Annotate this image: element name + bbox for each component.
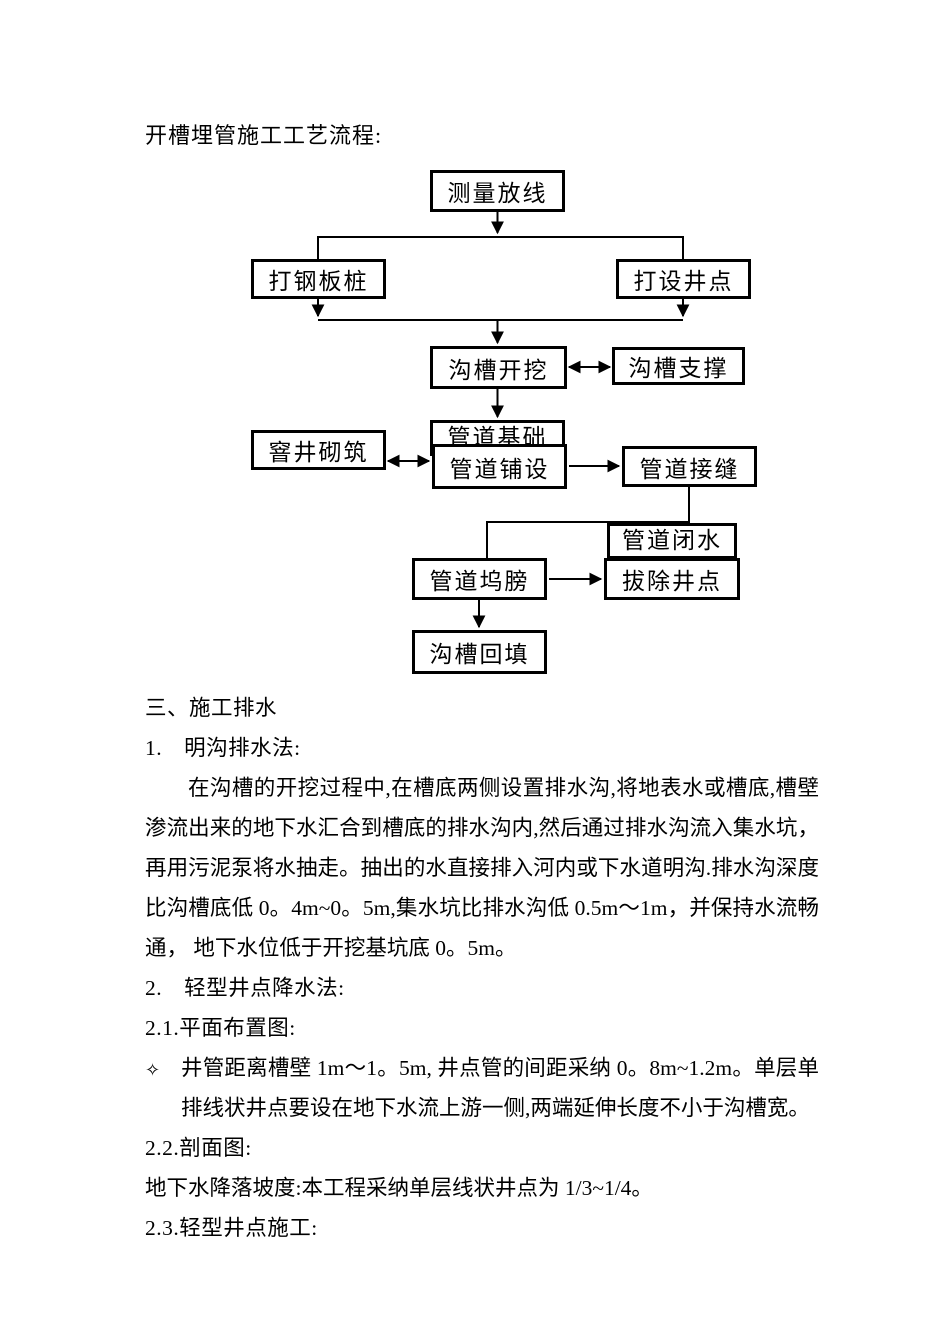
- flow-node-remove-well-points: 拔除井点: [604, 558, 740, 600]
- flowchart-title: 开槽埋管施工工艺流程:: [145, 123, 383, 148]
- flow-node-pipe-haunching: 管道坞膀: [412, 558, 547, 600]
- flow-node-survey: 测量放线: [430, 170, 565, 212]
- flow-node-pipe-joint: 管道接缝: [622, 446, 757, 487]
- flow-node-trench-excavation: 沟槽开挖: [430, 346, 567, 389]
- bullet-item-text: 井管距离槽壁 1m～1。5m, 井点管的间距采纳 0。8m~1.2m。单层单排线…: [181, 1056, 819, 1120]
- flow-node-trench-backfill: 沟槽回填: [412, 630, 547, 674]
- item-heading-open-ditch-method: 1. 明沟排水法:: [145, 736, 301, 760]
- item-heading-plan-layout: 2.1.平面布置图:: [145, 1016, 296, 1040]
- item-heading-section-view: 2.2.剖面图:: [145, 1136, 252, 1160]
- section-heading-construction-drainage: 三、施工排水: [145, 696, 278, 720]
- item-heading-well-point-construction: 2.3.轻型井点施工:: [145, 1216, 318, 1240]
- document-body: 三、施工排水 1. 明沟排水法: 在沟槽的开挖过程中,在槽底两侧设置排水沟,将地…: [145, 688, 819, 1248]
- paragraph-open-ditch-method: 在沟槽的开挖过程中,在槽底两侧设置排水沟,将地表水或槽底,槽壁渗流出来的地下水汇…: [145, 776, 819, 960]
- bullet-item-well-pipe-spacing: ✧ 井管距离槽壁 1m～1。5m, 井点管的间距采纳 0。8m~1.2m。单层单…: [145, 1048, 819, 1128]
- paragraph-groundwater-slope: 地下水降落坡度:本工程采纳单层线状井点为 1/3~1/4。: [145, 1176, 653, 1200]
- flow-node-well-points: 打设井点: [616, 259, 751, 299]
- flow-node-pipe-laying: 管道铺设: [432, 444, 567, 489]
- flow-node-manhole-masonry: 窨井砌筑: [251, 430, 386, 470]
- flow-node-pipe-water-test: 管道闭水: [607, 523, 737, 559]
- diamond-bullet-icon: ✧: [145, 1060, 161, 1080]
- item-heading-light-well-point-method: 2. 轻型井点降水法:: [145, 976, 345, 1000]
- flow-node-steel-sheet-pile: 打钢板桩: [251, 259, 386, 299]
- flow-node-trench-support: 沟槽支撑: [612, 347, 745, 385]
